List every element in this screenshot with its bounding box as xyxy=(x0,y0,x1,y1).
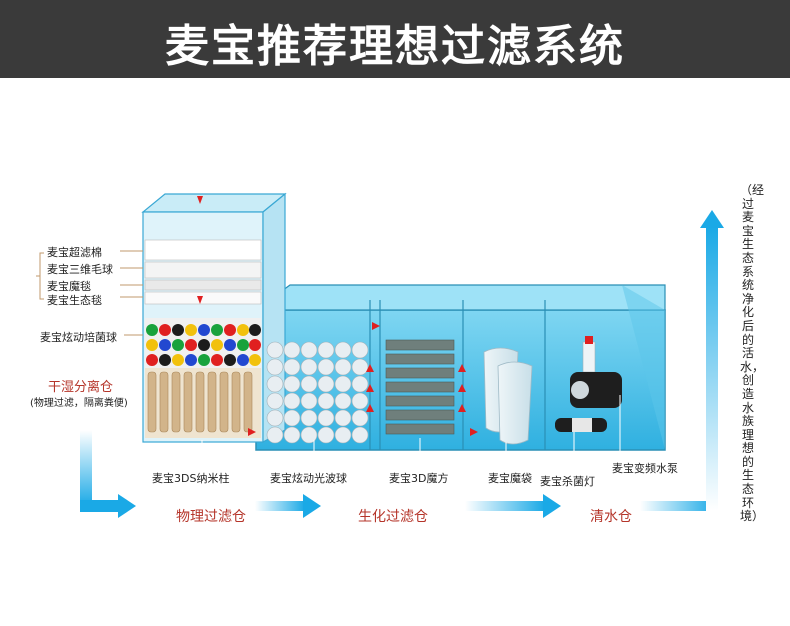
label-3d-cube: 麦宝3D魔方 xyxy=(389,472,449,485)
label-bacteria-ball: 麦宝炫动培菌球 xyxy=(40,331,117,344)
label-pump: 麦宝变频水泵 xyxy=(612,462,678,475)
callout-lines xyxy=(201,395,621,470)
label-uv-lamp: 麦宝杀菌灯 xyxy=(540,475,595,488)
label-nano-column: 麦宝3DS纳米柱 xyxy=(152,472,230,485)
stage-bio: 生化过滤仓 xyxy=(358,509,428,525)
label-dry-wet-subtitle: (物理过滤，隔离粪便) xyxy=(30,398,128,409)
stage-clean: 清水仓 xyxy=(590,509,632,525)
wave-balls xyxy=(266,341,369,444)
title-banner: 麦宝推荐理想过滤系统 xyxy=(0,0,790,78)
label-magic-mat: 麦宝魔毯 xyxy=(47,280,91,293)
label-leaders xyxy=(36,250,143,336)
label-wave-ball: 麦宝炫动光波球 xyxy=(270,472,347,485)
stage-physical: 物理过滤仓 xyxy=(176,509,246,525)
red-flow-arrows xyxy=(197,196,478,436)
label-dry-wet-chamber: 干湿分离仓 xyxy=(48,380,114,395)
side-note: （经过麦宝生态系统净化后的活水，创造水族理想的生态环境） xyxy=(740,183,765,524)
cube-stack xyxy=(385,339,455,435)
page-title: 麦宝推荐理想过滤系统 xyxy=(165,21,625,72)
magic-bags xyxy=(483,347,533,445)
flow-arrows xyxy=(80,210,724,518)
label-3d-ball: 麦宝三维毛球 xyxy=(47,263,113,276)
bacteria-balls xyxy=(146,324,261,366)
pump-and-uv-lamp xyxy=(555,336,622,432)
label-eco-mat: 麦宝生态毯 xyxy=(47,294,102,307)
label-magic-bag: 麦宝魔袋 xyxy=(488,472,532,485)
label-filter-cotton: 麦宝超滤棉 xyxy=(47,246,102,259)
nano-columns xyxy=(147,371,253,433)
filter-system-diagram xyxy=(36,192,724,518)
